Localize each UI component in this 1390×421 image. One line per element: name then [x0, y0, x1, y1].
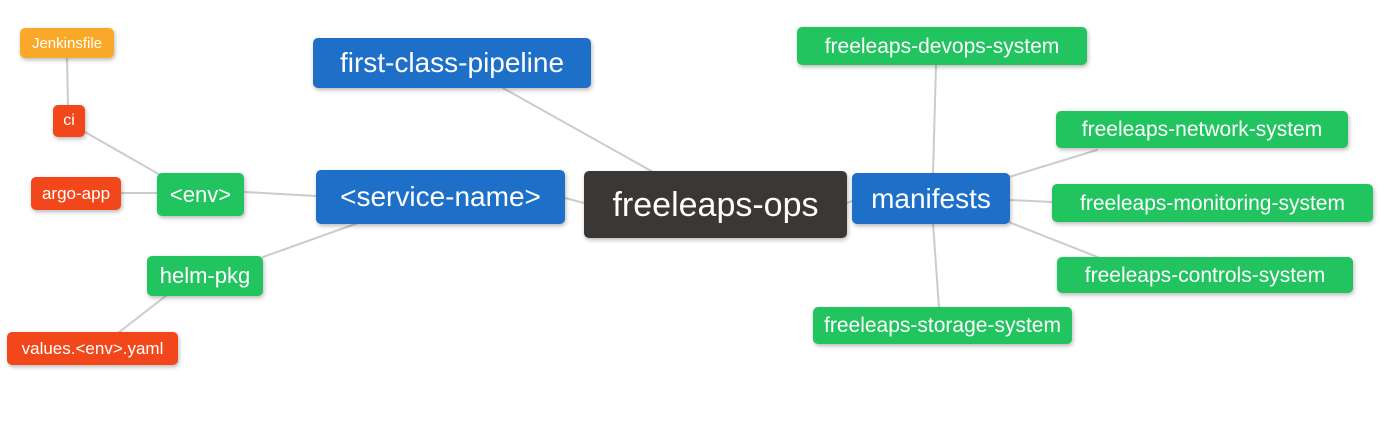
node-manifests[interactable]: manifests: [852, 173, 1010, 224]
node-first-class-pipeline[interactable]: first-class-pipeline: [313, 38, 591, 88]
node-helm-pkg[interactable]: helm-pkg: [147, 256, 263, 296]
edge-ops-manifests: [846, 200, 853, 204]
node-freeleaps-ops[interactable]: freeleaps-ops: [584, 171, 847, 238]
node-freeleaps-storage-system[interactable]: freeleaps-storage-system: [813, 307, 1072, 344]
edge-manifests-controls: [1005, 220, 1101, 259]
edge-env-servicename: [244, 191, 317, 197]
edge-pipeline-ops: [502, 87, 654, 173]
edge-servicename-helmpkg: [262, 222, 359, 258]
node-argo-app[interactable]: argo-app: [31, 177, 121, 210]
node-freeleaps-monitoring-system[interactable]: freeleaps-monitoring-system: [1052, 184, 1373, 222]
edge-manifests-devops: [932, 64, 937, 175]
edge-servicename-ops: [564, 197, 585, 204]
edge-manifests-monitoring: [1009, 199, 1053, 203]
node-ci[interactable]: ci: [53, 105, 85, 137]
edge-helmpkg-values: [117, 294, 168, 334]
node-freeleaps-network-system[interactable]: freeleaps-network-system: [1056, 111, 1348, 148]
node-jenkinsfile[interactable]: Jenkinsfile: [20, 28, 114, 58]
node-service-name[interactable]: <service-name>: [316, 170, 565, 224]
node-values-env-yaml[interactable]: values.<env>.yaml: [7, 332, 178, 365]
edge-manifests-network: [1008, 149, 1098, 178]
edge-jenkinsfile-ci: [66, 57, 69, 107]
edge-manifests-storage: [932, 222, 940, 309]
edge-ci-env: [84, 131, 163, 177]
node-freeleaps-controls-system[interactable]: freeleaps-controls-system: [1057, 257, 1353, 293]
node-env[interactable]: <env>: [157, 173, 244, 216]
node-freeleaps-devops-system[interactable]: freeleaps-devops-system: [797, 27, 1087, 65]
